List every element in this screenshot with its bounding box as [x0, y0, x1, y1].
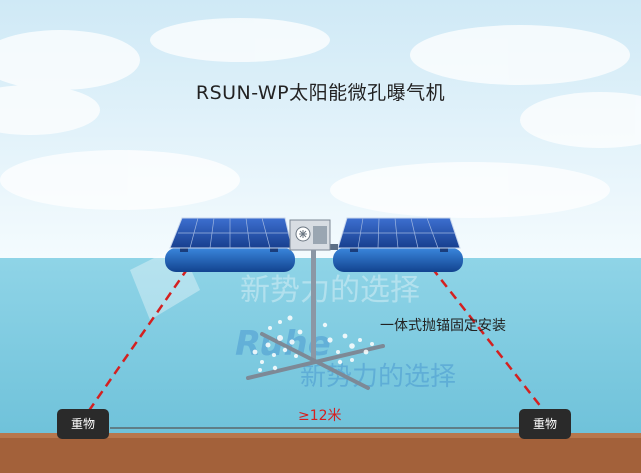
left-float	[165, 248, 295, 272]
aerator-motor-icon	[289, 219, 331, 251]
right-anchor-rope	[431, 267, 546, 413]
right-solar-raft	[333, 217, 463, 272]
bubble-icon	[252, 315, 374, 372]
left-solar-raft	[165, 217, 295, 272]
seabed	[0, 436, 641, 473]
left-weight-block: 重物	[57, 409, 109, 439]
page-title: RSUN-WP太阳能微孔曝气机	[195, 82, 446, 104]
watermark-text-1: 新势力的选择	[240, 273, 420, 308]
right-weight-block: 重物	[519, 409, 571, 439]
distance-label: ≥12米	[298, 408, 342, 424]
right-float	[333, 248, 463, 272]
diffuser-arms	[246, 332, 385, 390]
water	[0, 258, 641, 436]
seabed-top-edge	[0, 433, 641, 438]
clouds	[0, 18, 641, 218]
install-method-label: 一体式抛锚固定安装	[380, 318, 506, 334]
aerator-shaft	[311, 250, 316, 360]
